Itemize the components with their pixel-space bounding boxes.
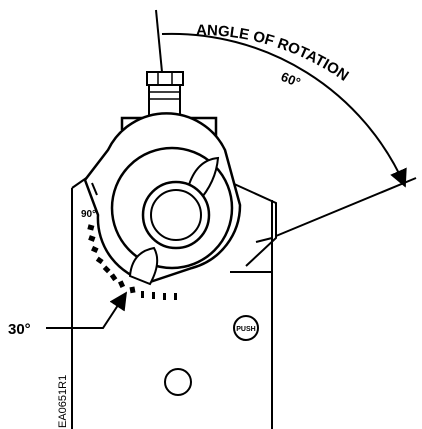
angle-30-leader [46,291,127,329]
angle-30-label: 30° [8,321,31,338]
rotation-value: 60° [279,69,303,90]
angle-scale [87,224,177,300]
rotation-label: ANGLE OF ROTATION [196,22,352,85]
mounting-hole [164,368,192,396]
shaft-bolt [146,71,184,120]
drawing-number: EA0651R1 [57,375,69,428]
rotating-hub [83,112,273,286]
shaft-reference-line [155,9,163,73]
angle-90-label: 90° [81,209,96,220]
rotated-reference-line [275,177,417,237]
push-button-label: PUSH [236,326,255,333]
rotation-arc [161,32,407,188]
push-button[interactable]: PUSH [233,315,259,341]
